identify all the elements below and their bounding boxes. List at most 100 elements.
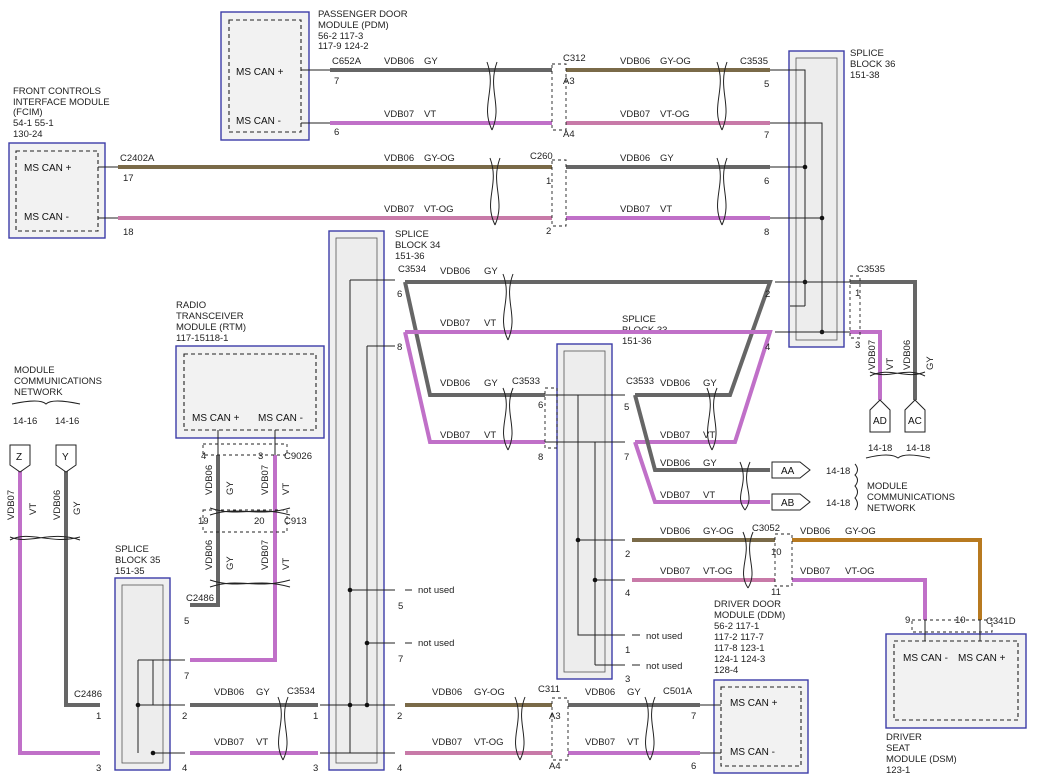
svg-text:COMMUNICATIONS: COMMUNICATIONS	[14, 376, 102, 387]
svg-text:MODULE: MODULE	[14, 365, 55, 376]
svg-text:151-36: 151-36	[622, 336, 652, 347]
svg-text:GY: GY	[703, 378, 717, 389]
ddm-module[interactable]: MS CAN + MS CAN -	[713, 679, 809, 774]
flag-y[interactable]: Y	[55, 444, 77, 473]
ref-ad-ac: 14-18 14-18	[865, 443, 930, 459]
svg-text:VT-OG: VT-OG	[424, 204, 454, 215]
svg-text:not used: not used	[418, 585, 454, 596]
svg-text:GY-OG: GY-OG	[703, 526, 734, 537]
svg-text:6: 6	[397, 289, 402, 300]
svg-text:VDB07: VDB07	[384, 109, 414, 120]
svg-text:C3535: C3535	[857, 264, 885, 275]
splice-block-33[interactable]: SPLICE BLOCK 33 151-36	[556, 314, 667, 680]
svg-text:4: 4	[397, 763, 402, 774]
dsm-ms-can-plus-pin: MS CAN +	[958, 653, 1006, 664]
fcim-module[interactable]: MS CAN + MS CAN -	[8, 142, 106, 239]
svg-text:VDB06: VDB06	[660, 458, 690, 469]
svg-text:1: 1	[546, 176, 551, 187]
svg-text:9: 9	[905, 615, 910, 626]
svg-text:NETWORK: NETWORK	[867, 503, 916, 514]
svg-text:GY-OG: GY-OG	[660, 56, 691, 67]
svg-text:AA: AA	[781, 466, 795, 477]
network-label-right: 14-18 14-18 MODULE COMMUNICATIONS NETWOR…	[826, 463, 955, 514]
flag-ab[interactable]: AB	[771, 493, 811, 511]
svg-text:4: 4	[765, 342, 770, 353]
svg-text:GY: GY	[703, 458, 717, 469]
svg-text:VT: VT	[281, 558, 292, 570]
dsm-title: DRIVER SEAT MODULE (DSM) 123-1	[886, 732, 957, 776]
svg-text:117-9 124-2: 117-9 124-2	[318, 41, 369, 52]
connector-outlines	[202, 63, 993, 761]
svg-text:MODULE (DSM): MODULE (DSM)	[886, 754, 957, 765]
svg-text:3: 3	[258, 451, 263, 462]
splice-block-36[interactable]: SPLICE BLOCK 36 151-38	[788, 48, 895, 348]
fcim-ms-can-plus-pin: MS CAN +	[24, 163, 72, 174]
splice-block-34[interactable]: SPLICE BLOCK 34 151-36	[328, 229, 440, 771]
flag-aa[interactable]: AA	[771, 461, 811, 479]
svg-text:C311: C311	[538, 684, 560, 695]
svg-text:3: 3	[96, 763, 101, 774]
svg-text:VDB07: VDB07	[260, 540, 271, 570]
svg-text:3: 3	[855, 340, 860, 351]
svg-text:7: 7	[691, 711, 696, 722]
svg-text:(FCIM): (FCIM)	[13, 107, 43, 118]
svg-text:VT-OG: VT-OG	[703, 566, 733, 577]
svg-text:A3: A3	[563, 76, 575, 87]
svg-text:MODULE (DDM): MODULE (DDM)	[714, 610, 785, 621]
svg-text:VT: VT	[660, 204, 672, 215]
svg-text:NETWORK: NETWORK	[14, 387, 63, 398]
svg-text:VT: VT	[281, 483, 292, 495]
svg-text:VDB06: VDB06	[440, 266, 470, 277]
flag-ad[interactable]: AD	[869, 399, 891, 433]
svg-text:DRIVER DOOR: DRIVER DOOR	[714, 599, 781, 610]
flag-ac[interactable]: AC	[904, 399, 926, 433]
svg-text:8: 8	[538, 452, 543, 463]
svg-text:GY-OG: GY-OG	[424, 153, 455, 164]
svg-text:151-38: 151-38	[850, 70, 880, 81]
svg-text:6: 6	[691, 761, 696, 772]
svg-text:4: 4	[182, 763, 187, 774]
svg-text:RADIO: RADIO	[176, 300, 206, 311]
svg-text:7: 7	[184, 671, 189, 682]
svg-text:VDB07: VDB07	[6, 490, 17, 520]
svg-text:2: 2	[765, 289, 770, 300]
svg-text:C3052: C3052	[752, 523, 780, 534]
svg-text:2: 2	[546, 226, 551, 237]
dsm-module[interactable]: MS CAN - MS CAN +	[885, 633, 1027, 729]
svg-text:AB: AB	[781, 498, 795, 509]
ddm-ms-can-plus-pin: MS CAN +	[730, 698, 778, 709]
svg-text:C2402A: C2402A	[120, 153, 155, 164]
svg-text:8: 8	[764, 227, 769, 238]
ddm-ms-can-minus-pin: MS CAN -	[730, 747, 775, 758]
svg-text:1: 1	[96, 711, 101, 722]
svg-text:not used: not used	[646, 661, 682, 672]
svg-text:2: 2	[182, 711, 187, 722]
svg-text:Y: Y	[62, 452, 69, 463]
svg-text:BLOCK 34: BLOCK 34	[395, 240, 440, 251]
svg-text:BLOCK 35: BLOCK 35	[115, 555, 160, 566]
svg-text:SPLICE: SPLICE	[622, 314, 656, 325]
svg-text:VT: VT	[627, 737, 639, 748]
svg-text:2: 2	[397, 711, 402, 722]
svg-text:A3: A3	[549, 711, 561, 722]
not-used-labels: not used not used not used not used	[405, 585, 682, 672]
flag-z[interactable]: Z	[9, 444, 31, 473]
svg-text:VT: VT	[484, 430, 496, 441]
svg-text:TRANSCEIVER: TRANSCEIVER	[176, 311, 244, 322]
svg-text:BLOCK 36: BLOCK 36	[850, 59, 895, 70]
svg-text:GY-OG: GY-OG	[474, 687, 505, 698]
svg-text:VDB06: VDB06	[52, 490, 63, 520]
svg-text:C3535: C3535	[740, 56, 768, 67]
rtm-module[interactable]: MS CAN + MS CAN -	[175, 345, 325, 439]
svg-text:GY-OG: GY-OG	[845, 526, 876, 537]
svg-text:VT: VT	[703, 430, 715, 441]
connector-labels: C652A C312 C3535 C2402A C260 C3534 C3535…	[74, 53, 1016, 700]
svg-text:GY: GY	[225, 481, 236, 495]
pdm-title: PASSENGER DOOR MODULE (PDM) 56-2 117-3 1…	[318, 9, 408, 52]
svg-text:1: 1	[625, 645, 630, 656]
pdm-module[interactable]: MS CAN + MS CAN -	[220, 11, 310, 141]
svg-text:A4: A4	[549, 761, 561, 772]
svg-text:56-2 117-1: 56-2 117-1	[714, 621, 759, 632]
splice-block-35[interactable]: SPLICE BLOCK 35 151-35	[114, 544, 171, 771]
svg-text:54-1 55-1: 54-1 55-1	[13, 118, 54, 129]
